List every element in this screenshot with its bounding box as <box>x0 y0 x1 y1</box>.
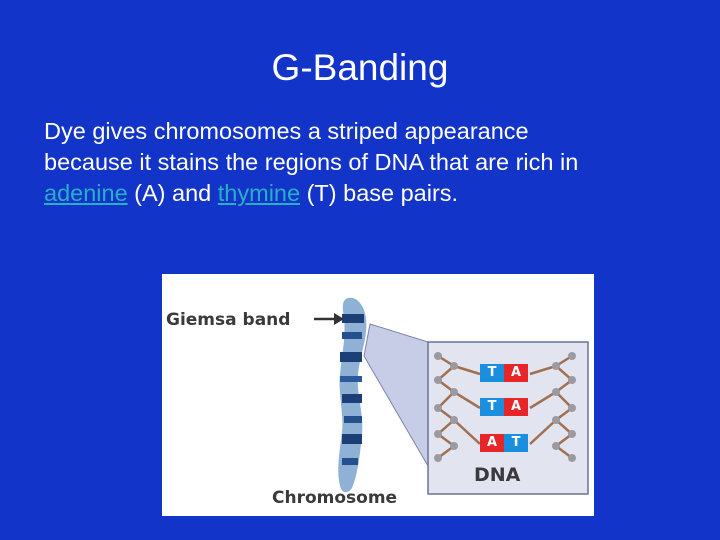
dna-label: DNA <box>474 464 520 486</box>
chromosome-illustration <box>338 298 366 493</box>
giemsa-band-8 <box>342 458 358 465</box>
giemsa-band-3 <box>340 352 362 362</box>
giemsa-band-1 <box>342 314 364 323</box>
base-pair-1-right: A <box>504 364 528 382</box>
slide-title: G-Banding <box>0 44 720 92</box>
giemsa-band-label: Giemsa band <box>166 310 290 330</box>
base-pair-3-left: A <box>480 434 504 452</box>
adenine-link[interactable]: adenine <box>44 180 128 206</box>
thymine-link[interactable]: thymine <box>218 180 300 206</box>
giemsa-band-2 <box>342 332 362 339</box>
giemsa-band-7 <box>342 434 362 444</box>
chromosome-label: Chromosome <box>272 488 397 508</box>
base-pair-1-left: T <box>480 364 504 382</box>
body-text: Dye gives chromosomes a striped appearan… <box>44 116 694 209</box>
giemsa-band-4 <box>340 376 362 382</box>
giemsa-band-6 <box>344 416 362 423</box>
base-pair-2-left: T <box>480 398 504 416</box>
base-pair-2-right: A <box>504 398 528 416</box>
body-line-1: Dye gives chromosomes a striped appearan… <box>44 118 529 144</box>
body-text-t: (T) base pairs. <box>300 180 458 206</box>
body-text-a: (A) and <box>128 180 218 206</box>
giemsa-band-5 <box>342 394 362 403</box>
base-pair-3-right: T <box>504 434 528 452</box>
body-line-2: because it stains the regions of DNA tha… <box>44 149 578 175</box>
zoom-wedge <box>364 324 428 466</box>
g-banding-figure: T A T A A T Giemsa band Chromosome DNA <box>162 274 594 516</box>
